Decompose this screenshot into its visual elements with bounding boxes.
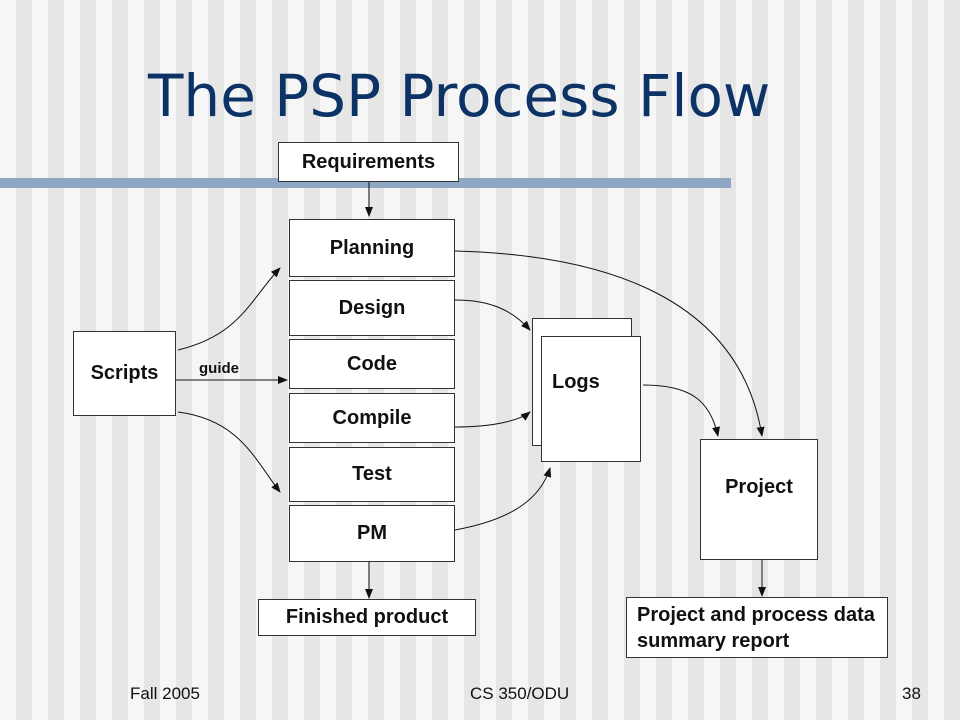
requirements-box: Requirements bbox=[278, 142, 459, 182]
arrow-compile-to-logs bbox=[454, 411, 531, 428]
footer-date: Fall 2005 bbox=[130, 684, 200, 703]
slide-title: The PSP Process Flow bbox=[148, 62, 771, 130]
phase-code: Code bbox=[289, 339, 455, 389]
arrow-pm-to-logs bbox=[454, 467, 552, 531]
phase-compile: Compile bbox=[289, 393, 455, 443]
arrow-scripts-to-planning bbox=[177, 267, 281, 351]
phase-test: Test bbox=[289, 447, 455, 502]
arrow-planning-to-summary bbox=[454, 250, 765, 437]
footer-course: CS 350/ODU bbox=[470, 684, 570, 703]
arrow-logs-to-summary bbox=[642, 384, 720, 437]
footer-page-number: 38 bbox=[902, 684, 921, 703]
scripts-box: Scripts bbox=[73, 331, 176, 416]
title-underline bbox=[0, 178, 731, 188]
logs-front-page: Logs bbox=[541, 336, 641, 462]
arrow-design-to-logs bbox=[454, 299, 531, 331]
project-summary-label: Project bbox=[725, 476, 793, 498]
finished-product-box: Finished product bbox=[258, 599, 476, 636]
project-summary-faded-label: summary bbox=[708, 500, 797, 522]
phase-design: Design bbox=[289, 280, 455, 336]
logs-label: Logs bbox=[552, 371, 600, 393]
summary-report-box: Project and process data summary report bbox=[626, 597, 888, 658]
phase-planning: Planning bbox=[289, 219, 455, 277]
phase-pm: PM bbox=[289, 505, 455, 562]
project-summary-box: Project bbox=[700, 439, 818, 560]
guide-label: guide bbox=[199, 360, 239, 377]
arrow-scripts-to-test bbox=[177, 411, 281, 493]
